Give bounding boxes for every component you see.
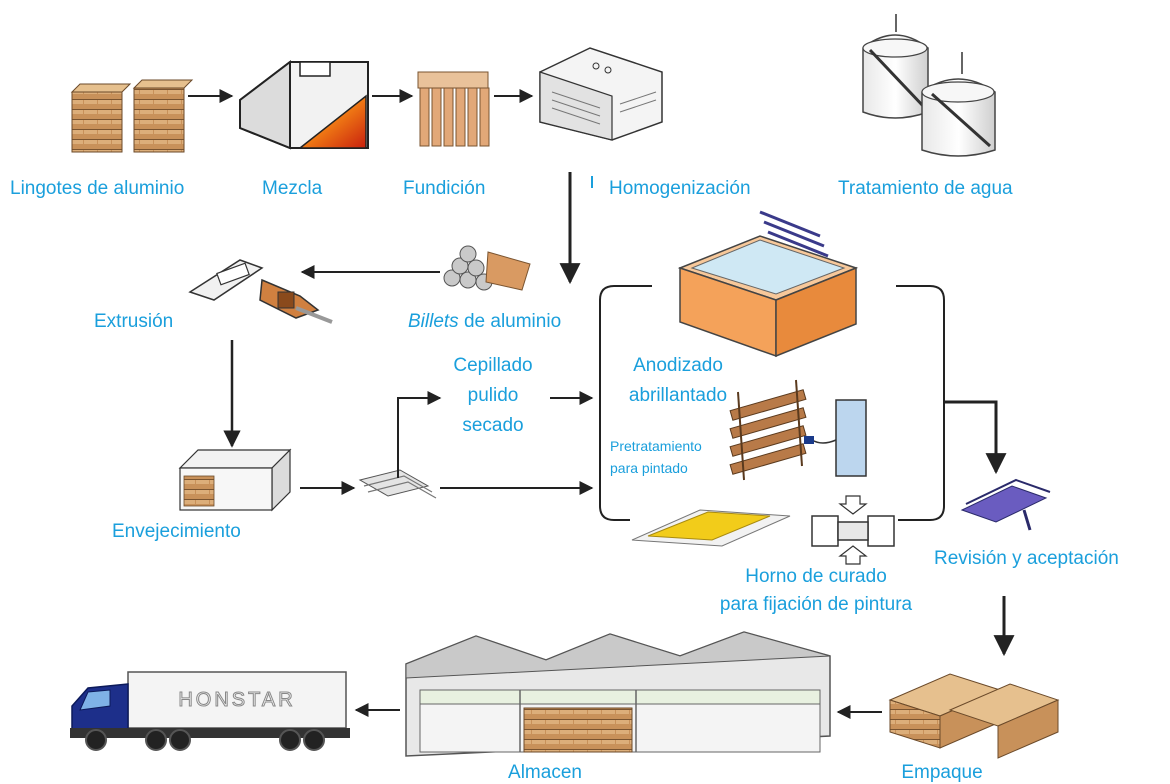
warehouse-icon (405, 631, 831, 757)
label-brushing-3: secado (462, 415, 524, 436)
label-mixing: Mezcla (262, 178, 323, 199)
label-pretreatment-2: para pintado (610, 460, 688, 476)
arrow-to-inspection (944, 400, 1007, 475)
label-packing: Empaque (901, 762, 983, 783)
bracket-right (896, 285, 945, 521)
arrow-profiles-to-brushing (397, 391, 442, 478)
label-inspection: Revisión y aceptación (934, 548, 1119, 569)
label-homogenization: Homogenización (609, 178, 751, 199)
truck-icon: HONSTAR (70, 671, 350, 751)
label-brushing-1: Cepillado (453, 355, 533, 376)
pretreatment-rack-icon (729, 379, 807, 481)
label-curing-2: para fijación de pintura (719, 594, 913, 615)
homogenization-furnace-icon (539, 47, 663, 141)
label-billets-rest: de aluminio (458, 311, 562, 332)
label-anodizing-2: abrillantado (628, 385, 728, 406)
bracket-left (599, 285, 652, 521)
label-billets-italic: Billets (408, 311, 459, 332)
aging-oven-icon (178, 448, 292, 512)
billets-icon (443, 245, 531, 291)
curing-oven-icon (811, 495, 895, 565)
aluminum-profiles-icon (358, 469, 437, 499)
extrusion-press-icon (188, 259, 333, 324)
label-aging: Envejecimiento (112, 521, 241, 542)
label-water-treatment: Tratamiento de agua (838, 178, 1013, 199)
label-billets: Billets de aluminio (408, 311, 561, 333)
label-curing-1: Horno de curado (745, 566, 887, 587)
flow-arrows (188, 89, 1015, 719)
casting-icon (417, 71, 490, 147)
label-pretreatment-1: Pretratamiento (610, 438, 702, 454)
truck-brand-text: HONSTAR (178, 689, 295, 711)
label-brushing-2: pulido (467, 385, 519, 406)
mixing-furnace-icon (239, 59, 369, 150)
label-warehouse: Almacen (508, 762, 582, 783)
label-casting: Fundición (403, 178, 486, 199)
paint-sheet-icon (631, 509, 791, 547)
label-ingots: Lingotes de aluminio (10, 178, 185, 199)
spray-booth-icon (804, 399, 867, 477)
label-extrusion: Extrusión (94, 311, 174, 332)
inspection-profiles-icon (960, 478, 1051, 531)
packing-icon (888, 673, 1060, 759)
ingots-icon (70, 79, 194, 153)
water-treatment-tanks-icon (862, 14, 996, 157)
anodizing-tank-icon (677, 210, 859, 358)
label-anodizing-1: Anodizado (633, 355, 723, 376)
